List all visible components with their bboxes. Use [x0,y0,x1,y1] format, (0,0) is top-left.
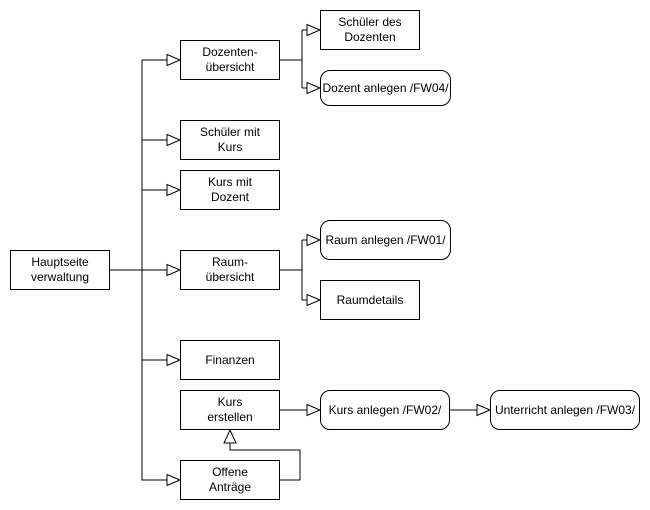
node-label: Hauptseite verwaltung [30,255,90,284]
node-label: Raum anlegen /FW01/ [325,232,446,247]
edge-raum-branch [280,239,308,301]
node-raumdetails: Raumdetails [320,280,420,320]
node-offene-antraege: Offene Anträge [180,460,280,500]
node-raum-uebersicht: Raum- übersicht [180,250,280,290]
node-dozent-anlegen-fw04: Dozent anlegen /FW04/ [320,70,451,106]
arrowhead-offene-antraege [166,473,182,487]
edge-dozenten-branch [280,29,308,89]
node-schueler-mit-kurs: Schüler mit Kurs [180,120,280,160]
arrowhead-raum-anlegen [306,233,322,247]
arrowhead-kurs-erstellen-up [223,428,237,444]
arrowhead-dozentenuebersicht [166,53,182,67]
node-label: Kurs mit Dozent [207,175,252,204]
node-label: Schüler des Dozenten [338,15,402,44]
arrowhead-schueler-mit-kurs [166,133,182,147]
arrowhead-dozent-anlegen [306,81,322,95]
node-raum-anlegen-fw01: Raum anlegen /FW01/ [320,220,451,260]
node-hauptseite-verwaltung: Hauptseite verwaltung [10,250,110,290]
arrowhead-kurs-anlegen [306,403,322,417]
arrowhead-finanzen [166,353,182,367]
node-label: Dozenten- übersicht [202,45,258,74]
edge-offene-kurserstellen [229,443,301,481]
node-schueler-des-dozenten: Schüler des Dozenten [320,10,420,50]
node-label: Dozent anlegen /FW04/ [322,80,449,95]
node-label: Kurs erstellen [207,395,253,424]
node-label: Raum- übersicht [205,255,255,284]
node-kurs-erstellen: Kurs erstellen [180,390,280,430]
node-kurs-anlegen-fw02: Kurs anlegen /FW02/ [320,390,450,430]
arrowhead-raumdetails [306,293,322,307]
edge-trunk [141,60,168,481]
node-kurs-mit-dozent: Kurs mit Dozent [180,170,280,210]
arrowhead-kurs-mit-dozent [166,183,182,197]
node-label: Raumdetails [336,292,404,307]
node-label: Kurs anlegen /FW02/ [328,402,442,417]
arrowhead-unterricht-anlegen [476,403,492,417]
arrowhead-raumuebersicht [166,263,182,277]
node-unterricht-anlegen-fw03: Unterricht anlegen /FW03/ [490,390,640,430]
arrowhead-schueler-des-dozenten [306,23,322,37]
node-label: Offene Anträge [208,465,252,494]
node-label: Finanzen [205,352,255,367]
node-label: Schüler mit Kurs [199,125,261,154]
node-label: Unterricht anlegen /FW03/ [494,402,636,417]
node-dozenten-uebersicht: Dozenten- übersicht [180,40,280,80]
node-finanzen: Finanzen [180,340,280,380]
